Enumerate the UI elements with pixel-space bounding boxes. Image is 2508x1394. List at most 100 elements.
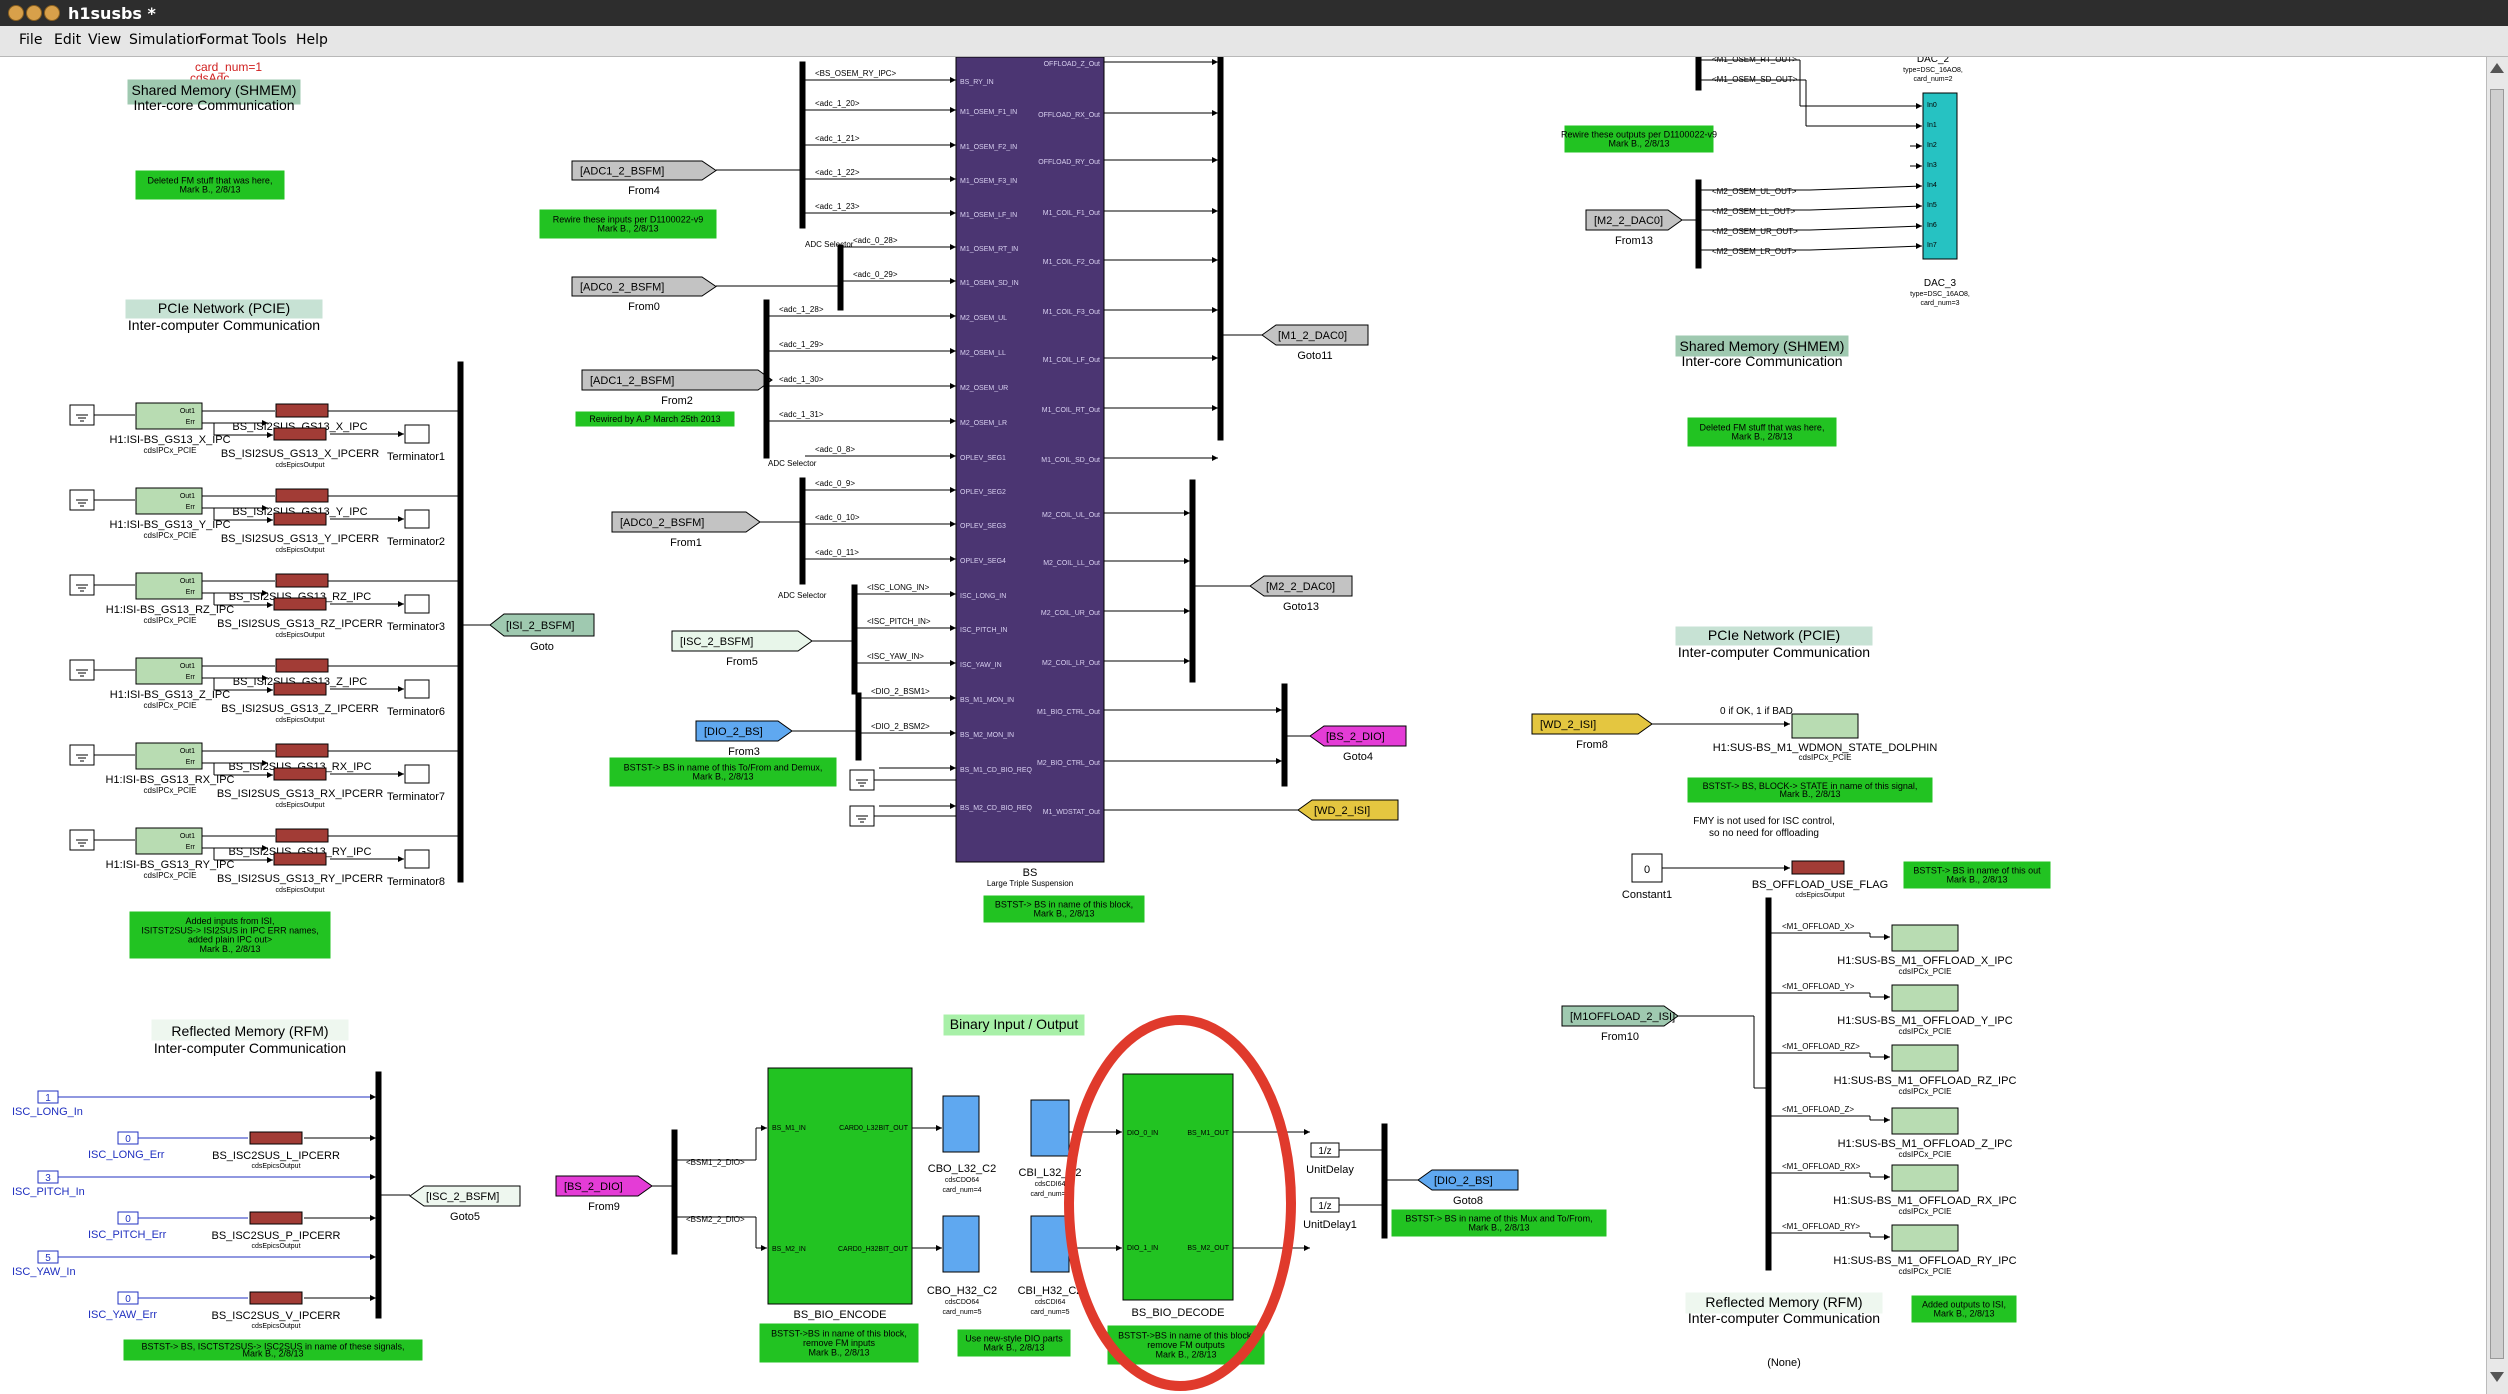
isc-demux[interactable]	[851, 584, 858, 695]
goto-m2-2-dac0[interactable]	[1249, 575, 1353, 597]
menu-edit[interactable]: Edit	[54, 32, 82, 48]
scroll-down-arrow-icon[interactable]	[2490, 1372, 2504, 1382]
adc-demux-1[interactable]	[799, 61, 806, 229]
ipc-epics-block[interactable]	[275, 658, 329, 673]
note-added-inputs[interactable]	[129, 911, 331, 959]
bs-suspension-block[interactable]	[955, 57, 1105, 863]
dac0-mux-2[interactable]	[1189, 479, 1196, 683]
window-close-button[interactable]	[8, 5, 24, 21]
from-m1offload-2-isi[interactable]	[1561, 1005, 1679, 1027]
offload-ipc-block[interactable]	[1891, 924, 1959, 952]
dac0-mux-1[interactable]	[1217, 57, 1224, 441]
offload-ipc-block[interactable]	[1891, 984, 1959, 1012]
offload-ipc-block[interactable]	[1891, 1164, 1959, 1192]
note-bstst-encode[interactable]	[759, 1323, 919, 1363]
offload-ipc-block[interactable]	[1891, 1044, 1959, 1072]
offload-demux[interactable]	[1765, 897, 1772, 1271]
adc-demux-3[interactable]	[763, 299, 770, 459]
constant1-block[interactable]	[1631, 853, 1663, 883]
ipcerr-block[interactable]	[273, 682, 327, 696]
from-adc1-2-bsfm-a[interactable]	[571, 160, 717, 181]
note-added-outputs[interactable]	[1911, 1295, 2017, 1323]
ipcerr-block[interactable]	[273, 512, 327, 526]
goto-dio-2-bs[interactable]	[1417, 1169, 1519, 1191]
window-maximize-button[interactable]	[44, 5, 60, 21]
from-m2-2-dac0[interactable]	[1585, 209, 1683, 231]
rfm-mux-bar[interactable]	[375, 1071, 382, 1319]
window-minimize-button[interactable]	[26, 5, 42, 21]
wd-dolphin-block[interactable]	[1791, 713, 1859, 739]
pcie-ipc-block[interactable]	[135, 402, 203, 430]
menu-tools[interactable]: Tools	[252, 32, 287, 48]
from-isc-2-bsfm[interactable]	[671, 630, 813, 652]
note-deleted-fm-left[interactable]	[135, 170, 285, 200]
from-adc0-2-bsfm-a[interactable]	[571, 276, 717, 297]
ipc-epics-block[interactable]	[275, 573, 329, 588]
ipcerr-block[interactable]	[273, 597, 327, 611]
bs-bio-encode-block[interactable]	[767, 1067, 913, 1305]
goto-bs-2-dio[interactable]	[1309, 725, 1407, 747]
goto-wd-2-isi[interactable]	[1297, 799, 1399, 821]
shmem-title-box[interactable]	[127, 79, 301, 105]
scroll-up-arrow-icon[interactable]	[2490, 63, 2504, 73]
goto-isi-2-bsfm[interactable]	[489, 613, 595, 637]
note-rewired-ap[interactable]	[575, 411, 735, 427]
menu-format[interactable]: Format	[199, 32, 249, 48]
bs-dio-demux[interactable]	[671, 1129, 678, 1255]
adc-demux-2[interactable]	[837, 244, 844, 311]
goto-m1-2-dac0[interactable]	[1261, 324, 1369, 346]
from-bs-2-dio[interactable]	[555, 1175, 653, 1197]
goto-isc-2-bsfm[interactable]	[409, 1185, 521, 1207]
from-dio-2-bs[interactable]	[695, 720, 793, 742]
ipc-epics-block[interactable]	[275, 743, 329, 758]
offload-ipc-block[interactable]	[1891, 1107, 1959, 1135]
from-wd-2-isi[interactable]	[1531, 713, 1653, 735]
scrollbar-thumb[interactable]	[2490, 89, 2504, 1359]
note-rewire-outputs[interactable]	[1564, 125, 1714, 153]
adc-demux-4[interactable]	[799, 477, 806, 585]
ipcerr-block[interactable]	[273, 852, 327, 866]
terminator-block[interactable]	[404, 509, 430, 529]
ipc-epics-block[interactable]	[275, 828, 329, 843]
note-bstst-mux[interactable]	[1391, 1209, 1607, 1237]
shmem-title-box-right[interactable]	[1675, 335, 1849, 357]
pcie-ipc-block[interactable]	[135, 742, 203, 770]
rfm-title-box-right[interactable]	[1685, 1292, 1883, 1314]
terminator-block[interactable]	[404, 679, 430, 699]
note-bstst-isc[interactable]	[123, 1339, 423, 1361]
terminator-block[interactable]	[404, 594, 430, 614]
pcie-ipc-block[interactable]	[135, 827, 203, 855]
cbi-l32-block[interactable]	[1030, 1099, 1070, 1157]
cbo-l32-block[interactable]	[942, 1095, 980, 1153]
rfm-ipcerr-block[interactable]	[249, 1291, 303, 1305]
dac-top-mux[interactable]	[1695, 57, 1702, 91]
note-bstst-state[interactable]	[1687, 777, 1933, 803]
note-bstst-tofrom[interactable]	[609, 757, 837, 787]
ipc-epics-block[interactable]	[275, 488, 329, 503]
vertical-scrollbar[interactable]	[2486, 57, 2508, 1394]
terminator-block[interactable]	[404, 424, 430, 444]
pcie-ipc-block[interactable]	[135, 572, 203, 600]
cbo-h32-block[interactable]	[942, 1215, 980, 1273]
offload-ipc-block[interactable]	[1891, 1224, 1959, 1252]
dac3-block[interactable]	[1922, 92, 1958, 260]
pcie-title-box[interactable]	[125, 299, 323, 319]
note-rewire-inputs[interactable]	[539, 209, 717, 239]
from-adc0-2-bsfm-b[interactable]	[611, 511, 761, 533]
bs-bio-decode-block[interactable]	[1122, 1073, 1234, 1301]
dio-out-mux[interactable]	[1381, 1123, 1388, 1239]
ipc-epics-block[interactable]	[275, 403, 329, 418]
offload-flag-block[interactable]	[1791, 860, 1845, 875]
ipcerr-block[interactable]	[273, 767, 327, 781]
isi-mux-bar[interactable]	[457, 361, 464, 883]
dio-demux[interactable]	[855, 692, 862, 761]
binary-io-title-box[interactable]	[943, 1014, 1085, 1036]
rfm-ipcerr-block[interactable]	[249, 1131, 303, 1145]
pcie-ipc-block[interactable]	[135, 487, 203, 515]
bio-mux[interactable]	[1281, 683, 1288, 787]
cbi-h32-block[interactable]	[1030, 1215, 1070, 1273]
note-newstyle-dio[interactable]	[957, 1329, 1071, 1357]
pcie-title-box-right[interactable]	[1675, 626, 1873, 646]
note-bstst-block[interactable]	[983, 895, 1145, 923]
